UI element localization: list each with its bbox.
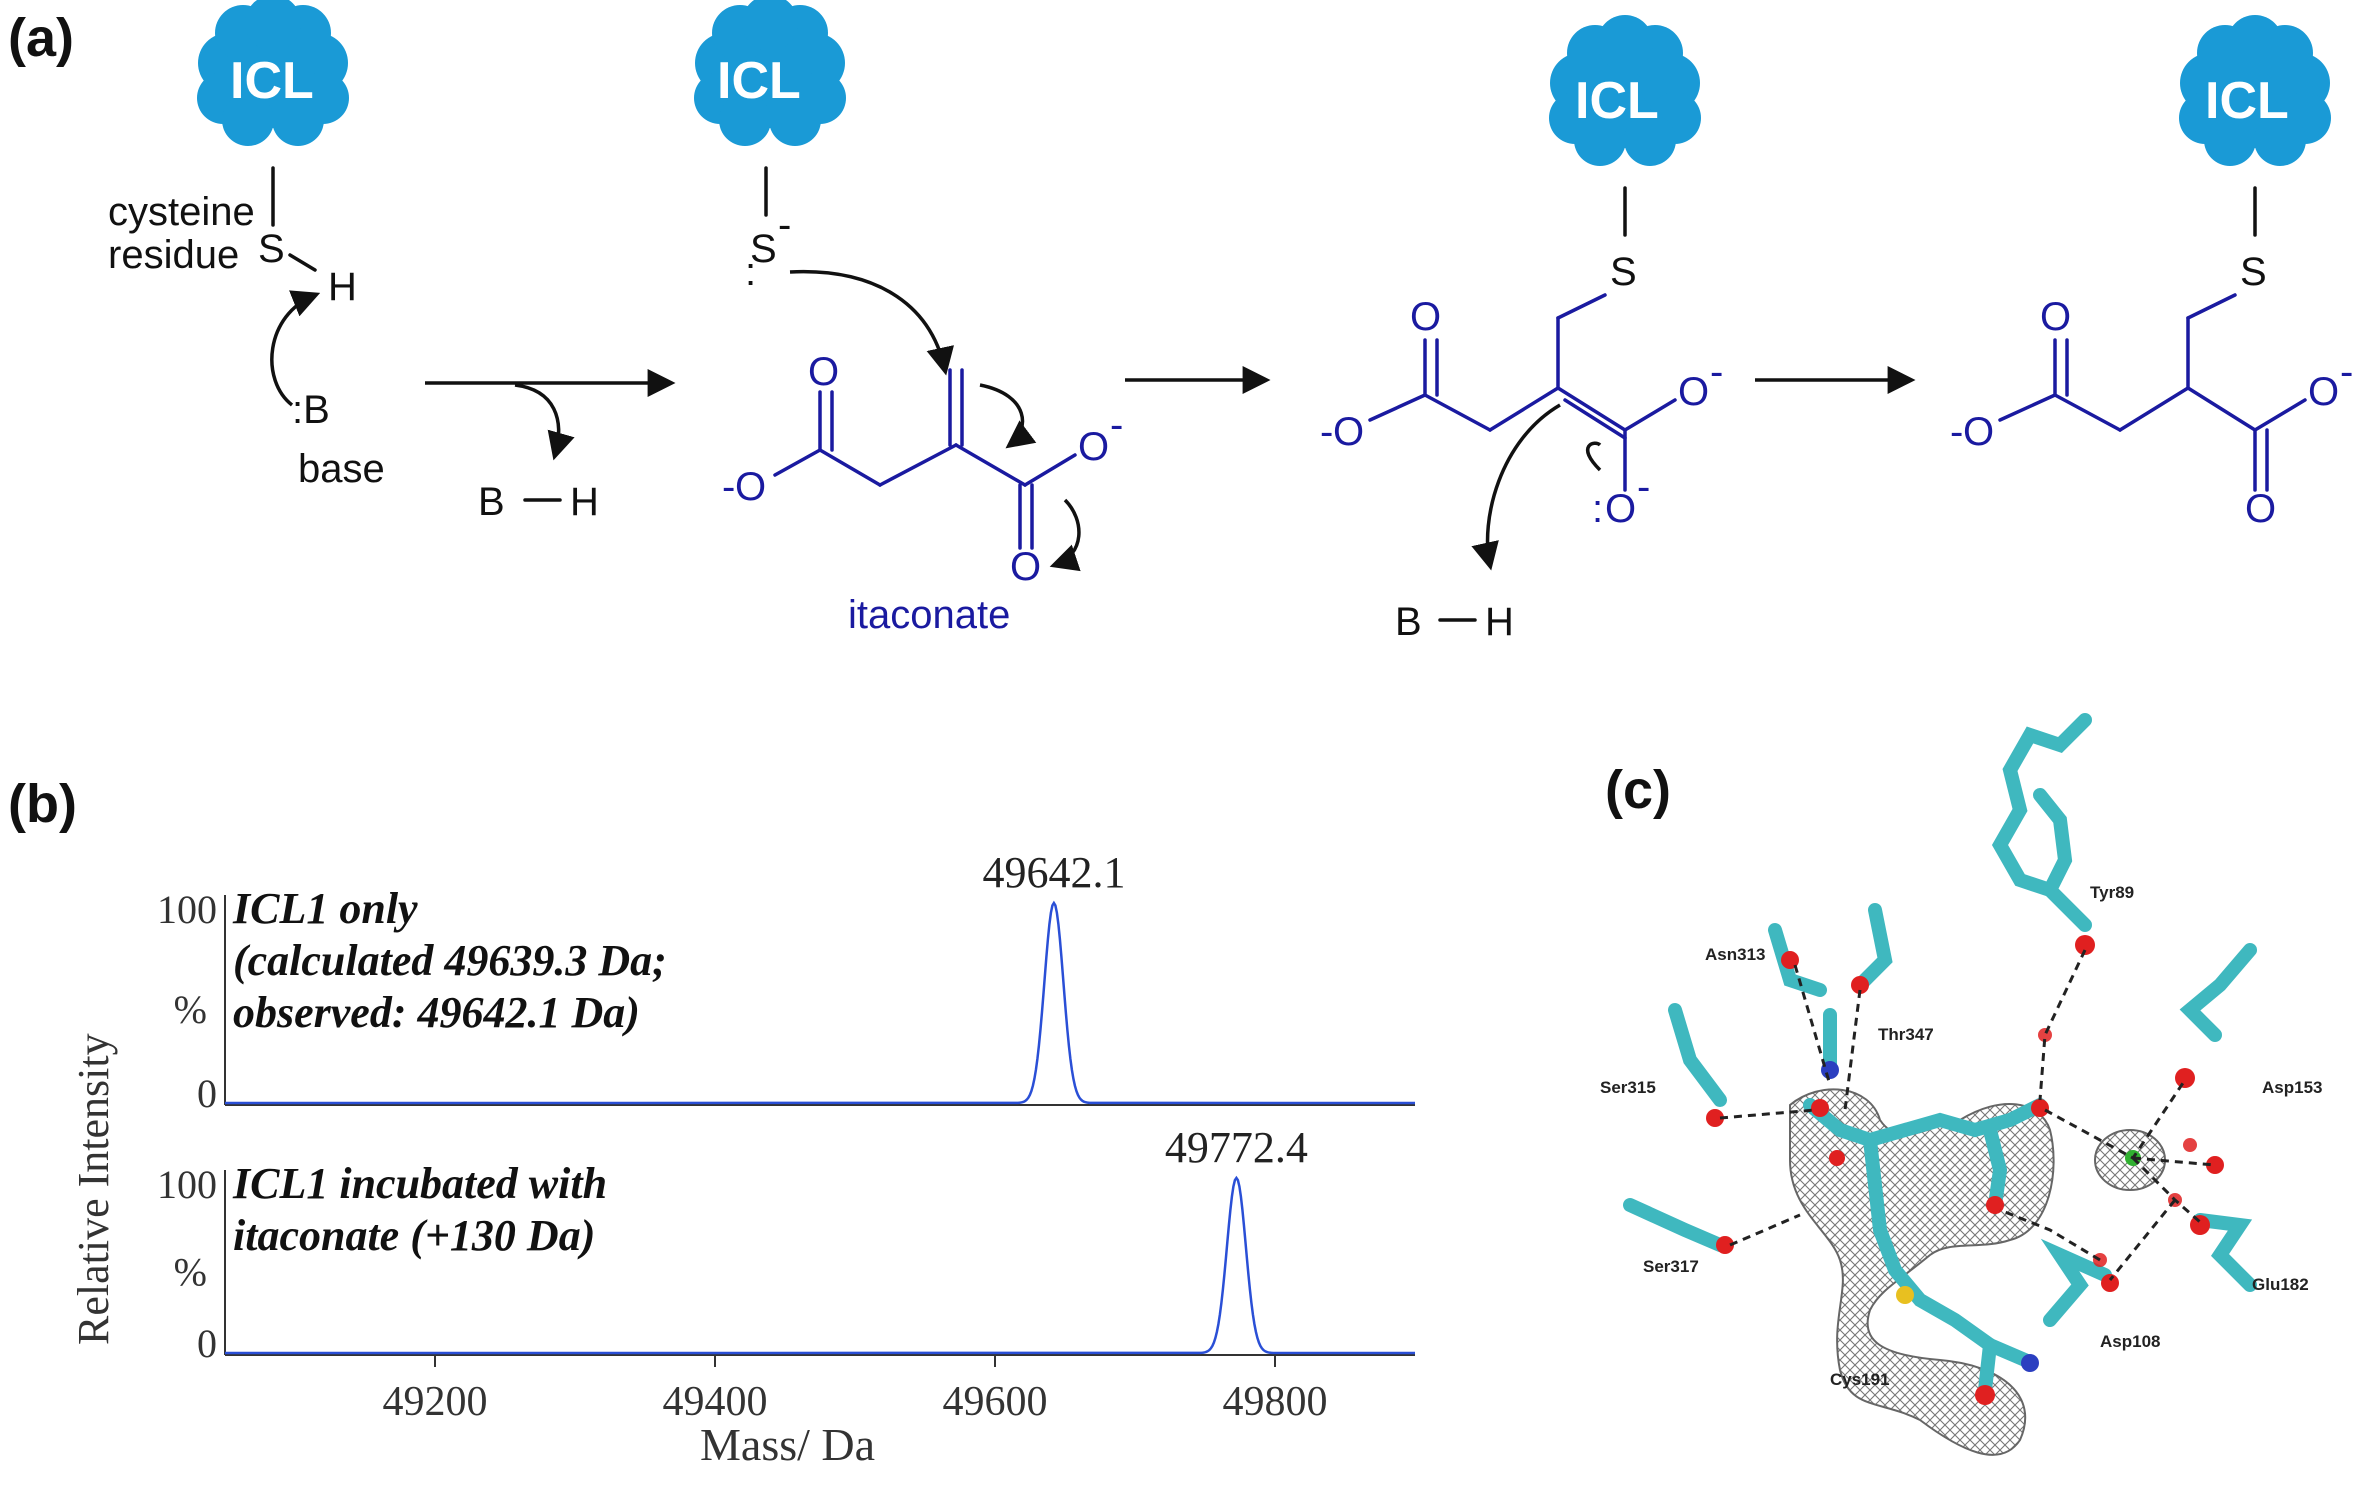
y-tick-0-1: 0: [197, 1071, 217, 1116]
enzyme-label-3: ICL: [1575, 72, 1659, 130]
x-tick-label-49200: 49200: [383, 1379, 488, 1425]
ita-neg3: -: [1110, 403, 1123, 447]
series-annotation-2-2: itaconate (+130 Da): [233, 1211, 595, 1260]
series-annotation-1-2: (calculated 49639.3 Da;: [233, 936, 667, 985]
add-o3: O: [2308, 370, 2339, 414]
enol-o2: O: [1333, 410, 1364, 454]
ita-o1: O: [808, 350, 839, 394]
base-label: base: [298, 447, 385, 491]
spectrum-trace-2: [224, 1175, 1416, 1355]
crystal-structure: [1623, 713, 2257, 1456]
bh-1-b: B: [478, 480, 505, 524]
enolate-structure: [1368, 293, 1677, 492]
res-ser317: Ser317: [1643, 1257, 1699, 1276]
enol-neg3: -: [1710, 350, 1723, 394]
enol-o4: O: [1605, 487, 1636, 531]
peak-label-2: 49772.4: [1165, 1123, 1308, 1172]
enol-o3: O: [1678, 370, 1709, 414]
thiolate-s: S: [750, 227, 777, 271]
panel-label-c: (c): [1605, 760, 1671, 820]
y-tick-100-2: 100: [157, 1162, 217, 1207]
x-tick-label-49400: 49400: [663, 1379, 768, 1425]
thiolate-neg: -: [778, 203, 791, 247]
cysteine-label: cysteine: [108, 190, 255, 234]
enol-o1: O: [1410, 295, 1441, 339]
res-ser315: Ser315: [1600, 1078, 1656, 1097]
res-glu182: Glu182: [2252, 1275, 2309, 1294]
y-tick-pct-1: %: [174, 987, 207, 1032]
series-annotation-2-1: ICL1 incubated with: [232, 1159, 607, 1208]
y-axis-title: Relative Intensity: [69, 1033, 118, 1345]
ita-o4: O: [1010, 545, 1041, 589]
add-o2: O: [1963, 410, 1994, 454]
add-neg1: -: [1950, 410, 1963, 454]
peak-label-1: 49642.1: [982, 848, 1125, 897]
y-tick-0-2: 0: [197, 1321, 217, 1366]
res-tyr89: Tyr89: [2090, 883, 2134, 902]
add-o1: O: [2040, 295, 2071, 339]
enzyme-label-4: ICL: [2205, 72, 2289, 130]
sulfur-1: S: [258, 227, 285, 271]
ita-neg1: -: [722, 465, 735, 509]
enol-neg1: -: [1320, 410, 1333, 454]
bh-2-b: B: [1395, 600, 1422, 644]
itaconate-structure: [773, 368, 1077, 550]
sulfur-3: S: [1610, 250, 1637, 294]
enzyme-label-1: ICL: [230, 52, 314, 110]
y-tick-100-1: 100: [157, 887, 217, 932]
x-axis-title: Mass/ Da: [700, 1419, 875, 1470]
spectrum-trace-1: [224, 900, 1416, 1105]
enol-neg4: -: [1637, 465, 1650, 509]
res-asp108: Asp108: [2100, 1332, 2160, 1351]
sulfur-4: S: [2240, 250, 2267, 294]
residue-label: residue: [108, 233, 239, 277]
res-cys191: Cys191: [1830, 1370, 1890, 1389]
enol-lp: :: [1592, 487, 1603, 531]
y-tick-pct-2: %: [174, 1250, 207, 1295]
x-tick-label-49800: 49800: [1223, 1379, 1328, 1425]
add-neg3: -: [2340, 350, 2353, 394]
bh-1-h: H: [570, 480, 599, 524]
series-annotation-1-3: observed: 49642.1 Da): [233, 988, 640, 1037]
adduct-structure: [1998, 293, 2307, 492]
res-asn313: Asn313: [1705, 945, 1765, 964]
panel-label-a: (a): [8, 8, 74, 68]
base-symbol: :B: [292, 388, 330, 432]
hydrogen-1: H: [328, 265, 357, 309]
res-thr347: Thr347: [1878, 1025, 1934, 1044]
x-tick-label-49600: 49600: [943, 1379, 1048, 1425]
thiolate-lp: :: [745, 250, 756, 294]
series-annotation-1-1: ICL1 only: [232, 884, 418, 933]
enzyme-label-2: ICL: [717, 52, 801, 110]
res-asp153: Asp153: [2262, 1078, 2322, 1097]
bh-2-h: H: [1485, 600, 1514, 644]
add-o4: O: [2245, 487, 2276, 531]
panel-label-b: (b): [8, 774, 77, 834]
ita-o3: O: [1078, 425, 1109, 469]
itaconate-label: itaconate: [848, 593, 1010, 637]
ita-o2: O: [735, 465, 766, 509]
